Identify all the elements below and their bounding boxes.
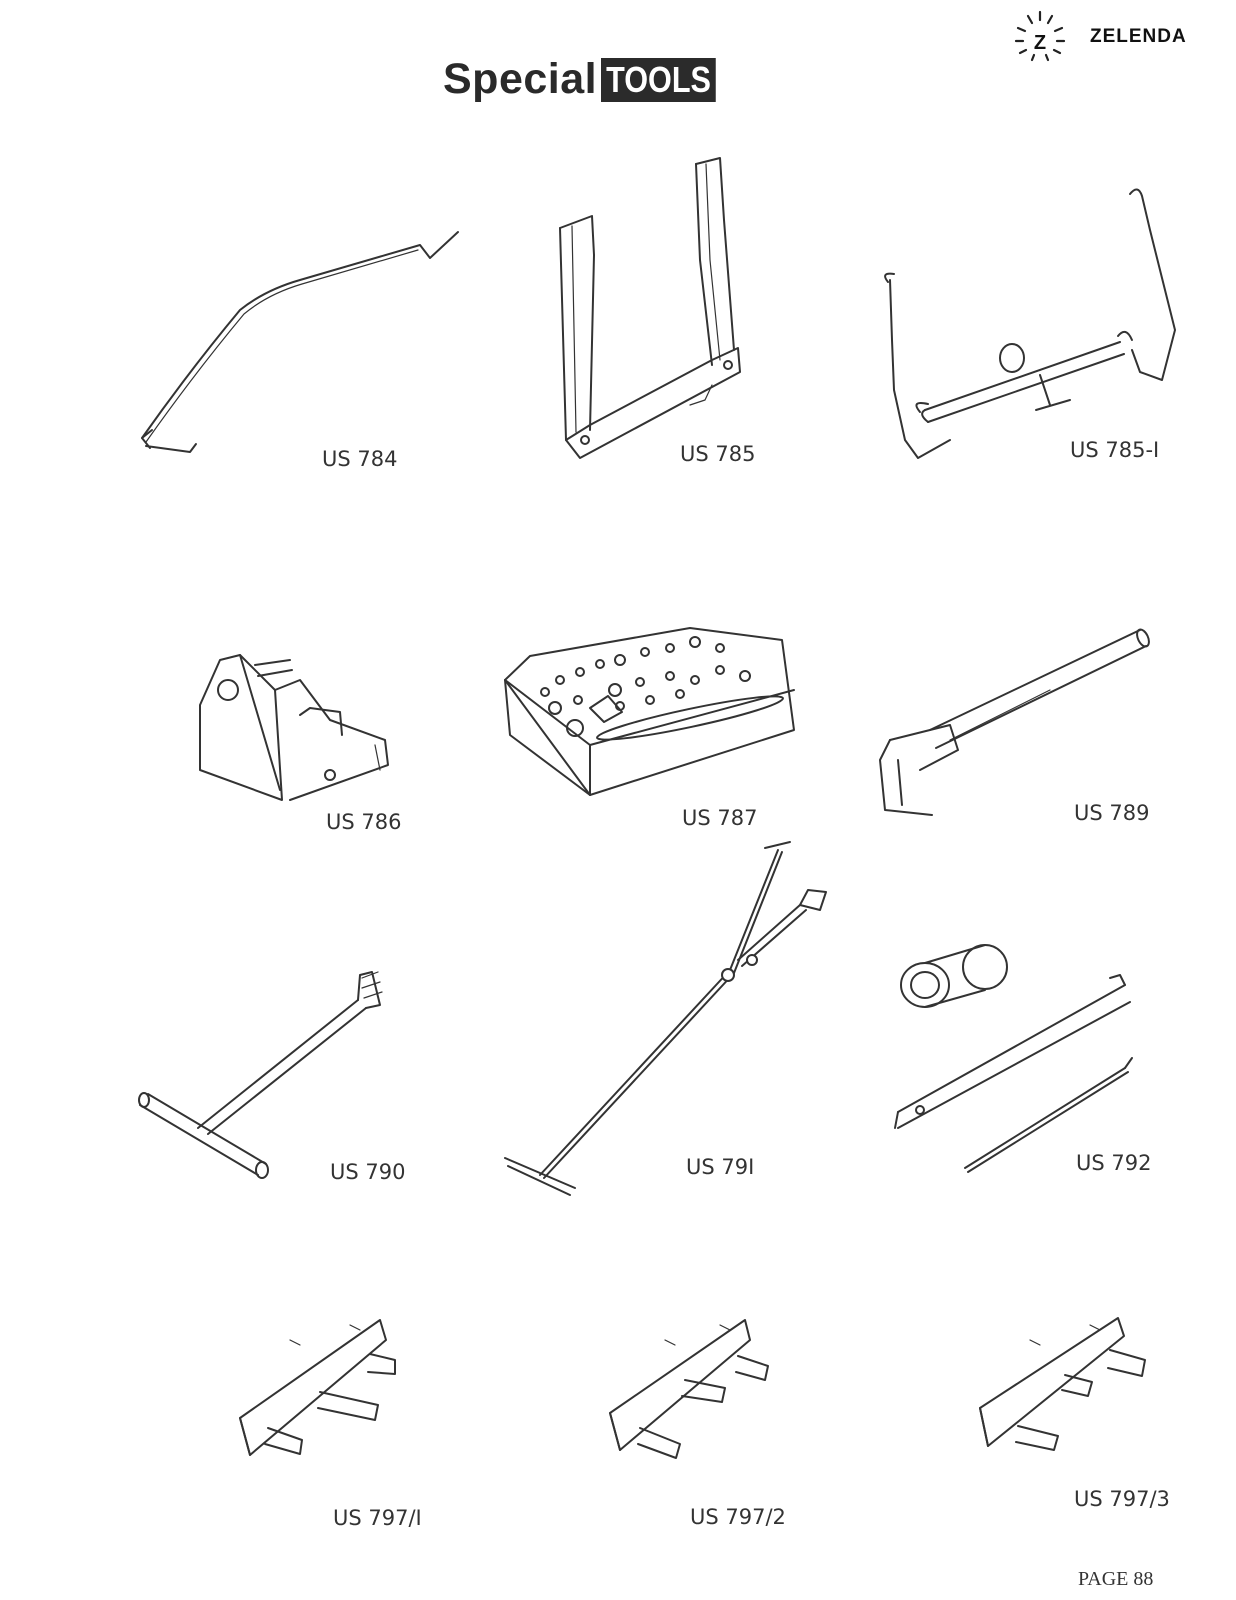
page-number: PAGE 88	[1078, 1568, 1154, 1590]
title-tools: TOOLS	[601, 58, 717, 102]
label-us-797-1: US 797/I	[333, 1506, 422, 1530]
peg-plate-3-icon	[979, 1317, 1146, 1451]
label-us-797-3: US 797/3	[1074, 1487, 1170, 1511]
label-us-786: US 786	[326, 810, 402, 834]
bracket-clamp-icon	[199, 654, 389, 801]
perforated-block-icon	[504, 627, 795, 796]
zelenda-sunburst-logo-icon: Z	[1014, 10, 1066, 62]
hooked-bar-icon	[879, 628, 1150, 816]
u-frame-fork-icon	[559, 157, 741, 459]
svg-text:Z: Z	[1034, 32, 1046, 54]
label-us-792: US 792	[1076, 1151, 1152, 1175]
label-us-787: US 787	[682, 806, 758, 830]
t-handle-wrench-icon	[138, 971, 383, 1179]
bent-wire-rod-icon	[141, 231, 459, 453]
label-us-790: US 790	[330, 1160, 406, 1184]
sleeve-and-guide-icon	[894, 944, 1133, 1173]
label-us-784: US 784	[322, 447, 398, 471]
title-special: Special	[443, 55, 598, 103]
label-us-791: US 79I	[686, 1155, 755, 1179]
long-rod-puller-icon	[504, 841, 827, 1196]
label-us-797-2: US 797/2	[690, 1505, 786, 1529]
label-us-785: US 785	[680, 442, 756, 466]
peg-plate-2-icon	[609, 1319, 769, 1459]
chain-lifting-bar-icon	[884, 188, 1176, 459]
page-title: Special TOOLS	[443, 56, 736, 102]
label-us-785-1: US 785-I	[1070, 438, 1160, 462]
peg-plate-1-icon	[239, 1319, 396, 1456]
label-us-789: US 789	[1074, 801, 1150, 825]
brand-name: ZELENDA	[1090, 26, 1187, 47]
